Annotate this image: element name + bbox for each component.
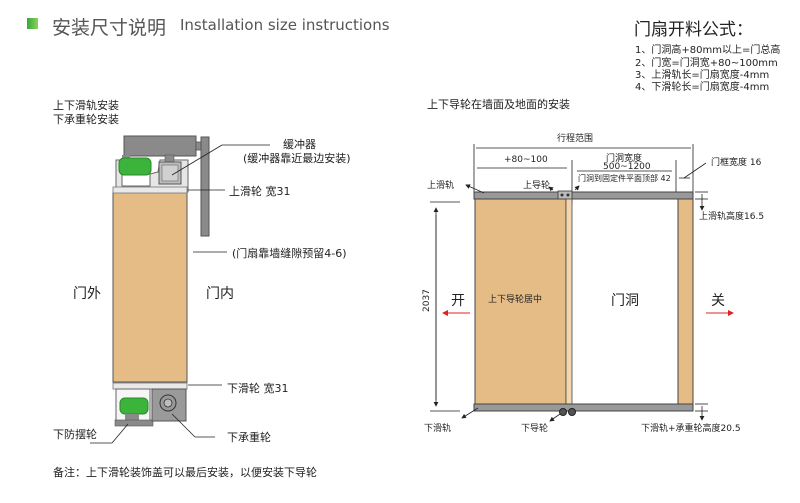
top-guide-wheel-label: 上导轮 xyxy=(523,181,551,191)
bottom-guide-wheel-label: 下导轮 xyxy=(521,424,549,434)
height-dimension: 2037 xyxy=(422,289,432,312)
page-title-cn: 安装尺寸说明 xyxy=(52,17,167,39)
gap-note: (门扇靠墙缝隙预留4-6) xyxy=(232,247,347,260)
inside-label: 门内 xyxy=(206,286,234,302)
left-title-line1: 上下滑轨安装 xyxy=(53,99,119,112)
bottom-wheel-label: 下滑轮 宽31 xyxy=(227,382,289,395)
open-label: 开 xyxy=(451,293,465,309)
bottom-rail-label: 下滑轨 xyxy=(424,424,452,434)
formula-item: 3、上滑轨长=门扇宽度-4mm xyxy=(635,70,770,81)
bottom-height-label: 下滑轨+承重轮高度20.5 xyxy=(641,424,741,434)
travel-range-label: 行程范围 xyxy=(557,134,594,144)
top-wheel-label: 上滑轮 宽31 xyxy=(229,185,291,198)
footnote: 备注：上下滑轮装饰盖可以最后安装，以便安装下导轮 xyxy=(53,466,317,479)
buffer-label: 缓冲器 xyxy=(283,138,316,151)
opening-width-label: 门洞宽度 xyxy=(606,154,643,164)
overlap-label: +80~100 xyxy=(504,155,548,165)
close-label: 关 xyxy=(711,293,725,309)
top-rail-label: 上滑轨 xyxy=(427,181,455,191)
formula-item: 1、门洞高+80mm以上=门总高 xyxy=(635,45,781,56)
outside-label: 门外 xyxy=(73,286,101,302)
header-accent-square xyxy=(27,18,38,29)
center-note: 上下导轮居中 xyxy=(488,295,543,305)
page-title-en: Installation size instructions xyxy=(180,16,390,34)
frame-width-label: 门框宽度 16 xyxy=(711,158,762,168)
left-title-line2: 下承重轮安装 xyxy=(53,113,119,126)
right-elevation-diagram xyxy=(430,144,734,422)
formula-item: 4、下滑轮长=门扇宽度-4mm xyxy=(635,82,770,93)
anti-swing-wheel-label: 下防摆轮 xyxy=(53,428,97,441)
top-rail-height-label: 上滑轨高度16.5 xyxy=(699,212,765,222)
load-wheel-label: 下承重轮 xyxy=(227,431,271,444)
left-section-diagram xyxy=(90,135,270,444)
formula-title: 门扇开料公式： xyxy=(634,20,753,40)
formula-item: 2、门宽=门洞宽+80~100mm xyxy=(635,58,778,69)
right-title: 上下导轮在墙面及地面的安装 xyxy=(427,98,570,111)
opening-label: 门洞 xyxy=(611,293,639,309)
buffer-note: (缓冲器靠近最边安装) xyxy=(243,152,351,165)
top-offset-note: 门洞到固定件平面顶部 42 xyxy=(578,174,671,183)
opening-width-value: 500~1200 xyxy=(603,162,651,172)
